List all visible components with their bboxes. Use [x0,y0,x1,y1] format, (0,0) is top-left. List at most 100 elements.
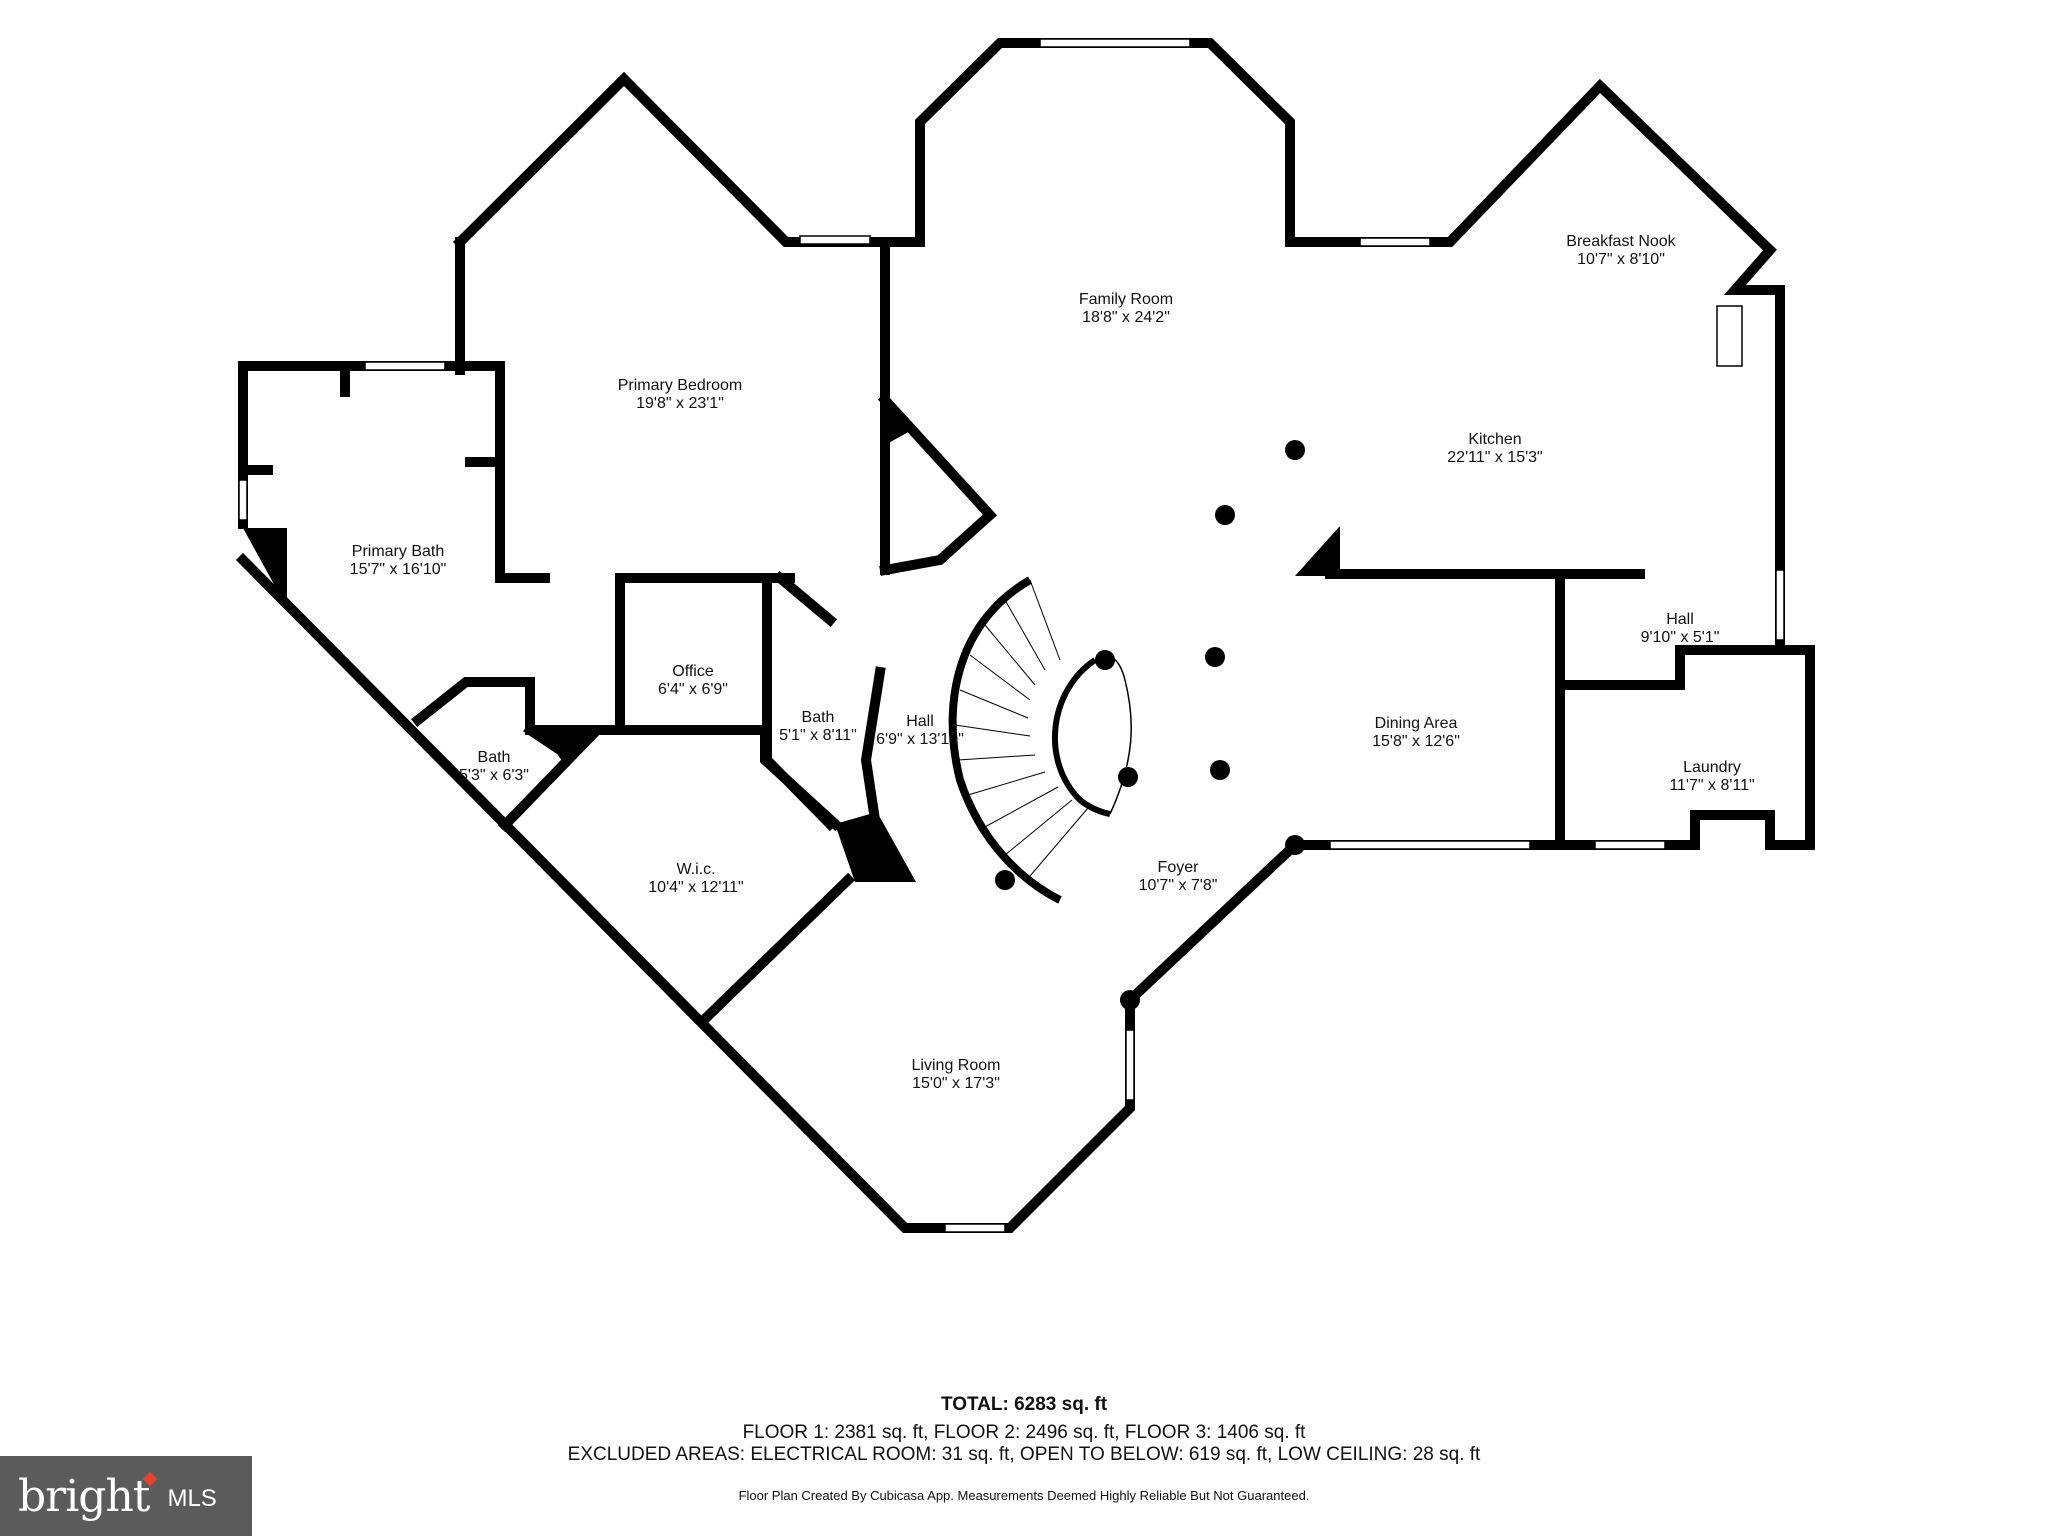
room-dimensions: 11'7" x 8'11" [1669,777,1754,794]
room-name: Bath [478,749,511,766]
room-dimensions: 10'7" x 7'8" [1139,877,1218,894]
window-primary-bath-west [238,479,248,521]
room-name: Bath [802,709,835,726]
diagonal-windows [499,51,1751,1211]
wall-fireplace [877,392,998,576]
room-dimensions: 6'4" x 6'9" [658,681,728,698]
room-dimensions: 5'3" x 6'3" [459,767,529,784]
room-primary-bedroom: Primary Bedroom 19'8" x 23'1" [618,377,742,412]
room-dimensions: 9'10" x 5'1" [1641,629,1720,646]
window-primary-bath [364,361,446,371]
columns [995,440,1305,1010]
room-dimensions: 19'8" x 23'1" [636,395,724,412]
room-kitchen: Kitchen 22'11" x 15'3" [1447,431,1542,466]
room-name: Family Room [1079,291,1173,308]
room-dimensions: 10'7" x 8'10" [1577,251,1665,268]
column-8 [1285,835,1305,855]
logo-wordmark: bright [18,1470,150,1522]
column-5 [1095,650,1115,670]
wall-hall-box [1290,645,1815,850]
wall-small-bath [410,677,625,735]
room-office: Office 6'4" x 6'9" [658,663,728,698]
wall-wic-diag [700,872,856,1024]
room-name: Living Room [912,1057,1001,1074]
column-2 [1215,505,1235,525]
room-name: Primary Bath [352,543,444,560]
room-laundry: Laundry 11'7" x 8'11" [1669,759,1754,794]
column-3 [1205,647,1225,667]
room-primary-bath: Primary Bath 15'7" x 16'10" [350,543,447,578]
wedge-primary-bath [243,528,287,608]
window-laundry [1594,840,1666,850]
logo-suffix: MLS [167,1485,217,1512]
room-dimensions: 22'11" x 15'3" [1447,449,1542,466]
room-dining-area: Dining Area 15'8" x 12'6" [1372,715,1460,750]
room-name: Dining Area [1375,715,1458,732]
stair-inner-rail [1051,657,1111,817]
window-dining [1329,840,1531,850]
window-family-room-1 [1039,38,1191,48]
wall-family-room [880,38,1785,650]
wall-hall-west [860,666,886,826]
room-dimensions: 10'4" x 12'11" [648,879,743,896]
column-7 [995,870,1015,890]
window-nook-w [1464,101,1586,227]
window-primary-bedroom-1 [799,235,871,245]
wall-foyer-east [1122,837,1303,1008]
room-name: Hall [1666,611,1694,628]
walls [235,38,1815,1233]
room-name: Breakfast Nook [1566,233,1676,250]
solid-wedges [243,400,1340,882]
window-family-ne [1219,51,1281,113]
column-6 [1118,767,1138,787]
windows [238,38,1785,1233]
room-dimensions: 15'7" x 16'10" [350,561,447,578]
room-foyer: Foyer 10'7" x 7'8" [1139,859,1218,894]
room-dimensions: 5'1" x 8'11" [779,727,857,744]
room-name: Office [672,663,714,680]
wall-wic [497,725,717,833]
room-dimensions: 18'8" x 24'2" [1082,309,1170,326]
room-dimensions: 15'0" x 17'3" [912,1075,1000,1092]
room-labels: Primary Bedroom 19'8" x 23'1" Family Roo… [350,233,1755,1092]
room-living-room: Living Room 15'0" x 17'3" [912,1057,1001,1092]
window-living-room-2 [1125,1029,1135,1101]
room-name: W.i.c. [676,861,715,878]
stair-outer-rail [948,576,1062,904]
wall-hall-bath-west [762,573,838,832]
stair-landing [1094,655,1132,815]
wall-primary-bath [238,361,550,583]
excluded-areas: EXCLUDED AREAS: ELECTRICAL ROOM: 31 sq. … [567,1444,1481,1465]
column-1 [1285,440,1305,460]
stair-treads [954,579,1089,877]
room-wic: W.i.c. 10'4" x 12'11" [648,861,743,896]
room-name: Hall [906,713,934,730]
window-kitchen-east [1775,569,1785,641]
wedge-foyer [835,812,916,882]
wedge-kitchen [1295,526,1340,576]
room-family-room: Family Room 18'8" x 24'2" [1079,291,1173,326]
room-bath-small: Bath 5'3" x 6'3" [459,749,529,784]
room-name: Primary Bedroom [618,377,742,394]
window-nook [1716,305,1743,367]
floor-areas: FLOOR 1: 2381 sq. ft, FLOOR 2: 2496 sq. … [742,1422,1306,1443]
room-breakfast-nook: Breakfast Nook 10'7" x 8'10" [1566,233,1676,268]
window-living-se [1029,1119,1121,1211]
column-4 [1210,760,1230,780]
window-living-room-1 [944,1223,1006,1233]
room-dimensions: 15'8" x 12'6" [1372,733,1460,750]
room-name: Kitchen [1468,431,1521,448]
wall-primary-bedroom-north [452,71,890,575]
disclaimer: Floor Plan Created By Cubicasa App. Meas… [738,1488,1310,1503]
wall-hall-bath [772,570,838,628]
room-bath-hall: Bath 5'1" x 8'11" [779,709,857,744]
total-area: TOTAL: 6283 sq. ft [940,1394,1108,1415]
room-dimensions: 6'9" x 13'10" [876,731,964,748]
room-name: Laundry [1683,759,1741,776]
room-name: Foyer [1158,859,1200,876]
room-hall-west: Hall 6'9" x 13'10" [876,713,964,748]
window-family-room-2 [1359,237,1431,247]
room-hall-east: Hall 9'10" x 5'1" [1641,611,1720,646]
bright-mls-logo: bright MLS [0,1456,252,1536]
